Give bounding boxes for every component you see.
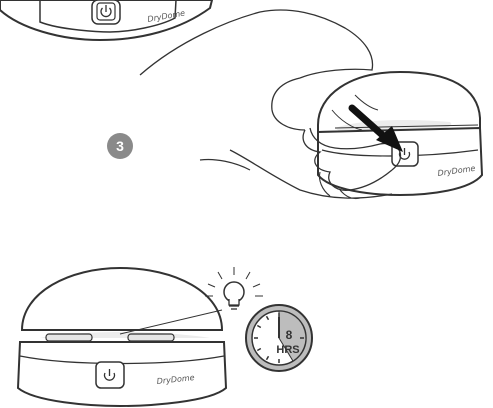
timer-hours-value: 8 — [286, 328, 293, 342]
step-number: 3 — [116, 138, 124, 154]
clock-icon: 8 HRS — [246, 305, 312, 371]
timer-hours-unit: HRS — [276, 344, 299, 356]
device-step3: DryDome — [318, 72, 482, 195]
step-badge: 3 — [107, 133, 133, 159]
top-device: DryDome — [0, 0, 212, 40]
bottom-device: DryDome — [18, 268, 226, 406]
power-button — [92, 0, 120, 24]
hand-device-group: DryDome — [140, 10, 482, 199]
